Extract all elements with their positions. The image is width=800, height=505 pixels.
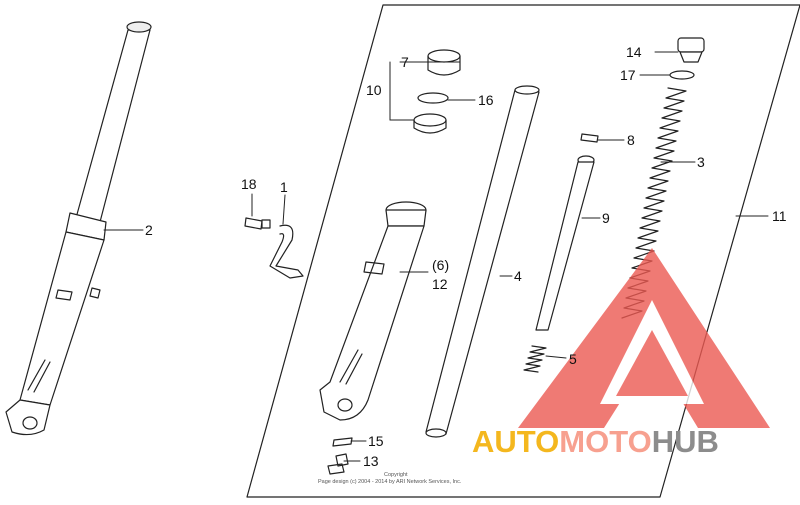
part-16-o-ring xyxy=(417,92,449,104)
callout-10: 10 xyxy=(366,82,382,98)
callout-3: 3 xyxy=(697,154,705,170)
callout-4: 4 xyxy=(514,268,522,284)
assembled-fork xyxy=(5,21,152,436)
part-15-washer xyxy=(332,437,353,447)
diagram-frame xyxy=(246,4,800,498)
part-4-inner-tube xyxy=(425,85,540,438)
part-9-damper-rod xyxy=(535,155,595,331)
watermark-text: AUTOMOTOHUB xyxy=(472,424,719,460)
part-13-drain-bolt xyxy=(327,453,349,475)
callout-2: 2 xyxy=(145,222,153,238)
part-12-fork-slider xyxy=(319,201,427,421)
callout-6: (6) xyxy=(432,257,449,273)
callout-14: 14 xyxy=(626,44,642,60)
part-10-seal-set xyxy=(413,113,447,134)
part-8-piston-ring xyxy=(580,133,599,143)
watermark-hub: HUB xyxy=(651,424,719,459)
copyright-line-2: Page design (c) 2004 - 2014 by ARI Netwo… xyxy=(318,479,462,485)
watermark-auto: AUTO xyxy=(472,424,560,459)
part-18-bolt xyxy=(244,217,271,230)
callout-12: 12 xyxy=(432,276,448,292)
callout-7: 7 xyxy=(401,54,409,70)
part-17-o-ring xyxy=(669,70,695,80)
callout-13: 13 xyxy=(363,453,379,469)
leader-lines xyxy=(103,51,769,462)
callout-8: 8 xyxy=(627,132,635,148)
callouts: 2 18 1 7 10 16 14 17 8 3 9 11 (6) 12 4 5… xyxy=(145,44,787,469)
watermark-moto: MOTO xyxy=(559,424,652,459)
part-7-dust-seal xyxy=(427,49,461,76)
callout-18: 18 xyxy=(241,176,257,192)
callout-15: 15 xyxy=(368,433,384,449)
callout-11: 11 xyxy=(772,208,787,224)
part-1-clip xyxy=(269,224,304,279)
callout-5: 5 xyxy=(569,351,577,367)
copyright-line-1: Copyright xyxy=(384,472,408,478)
callout-1: 1 xyxy=(280,179,288,195)
part-5-rebound-spring xyxy=(523,345,547,373)
callout-17: 17 xyxy=(620,67,636,83)
part-14-cap-bolt xyxy=(677,37,705,63)
watermark-logo-icon xyxy=(518,248,770,428)
callout-16: 16 xyxy=(478,92,494,108)
callout-9: 9 xyxy=(602,210,610,226)
